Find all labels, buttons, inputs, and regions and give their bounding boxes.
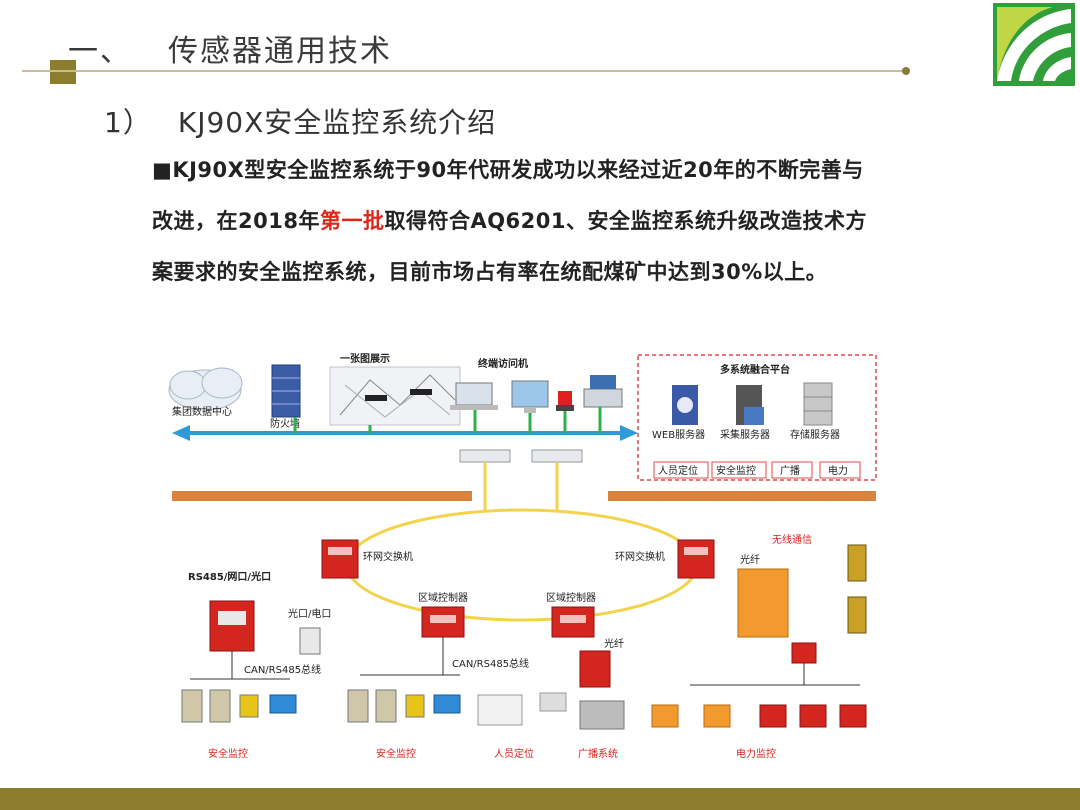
text-after: 取得符合AQ6201、安全监控系统升级改造技术方案要求的安全监控系统，目前市场占… [152, 209, 868, 284]
ring-switch-left-icon [321, 539, 359, 579]
laptop-icon [450, 382, 498, 410]
bottom-safety-2-label: 安全监控 [376, 747, 416, 760]
power-label: 电力 [828, 464, 848, 477]
area-controller-2-label: 区域控制器 [546, 591, 596, 604]
bottom-broadcast-label: 广播系统 [578, 747, 618, 760]
handset-2-icon [847, 596, 867, 634]
title-divider-dot [902, 67, 910, 75]
terminal-label: 终端访问机 [478, 357, 528, 370]
core-switch-icons [459, 449, 583, 463]
optical-electrical-label: 光口/电口 [288, 607, 331, 620]
wireless-label: 无线通信 [772, 533, 812, 546]
area-controller-1-icon [421, 606, 465, 638]
intro-paragraph: ■KJ90X型安全监控系统于90年代研发成功以来经过近20年的不断完善与改进，在… [152, 145, 872, 298]
firewall-label: 防火墙 [270, 417, 300, 430]
highlight-text: 第一批 [319, 209, 385, 233]
map-display-icon [329, 366, 461, 426]
rs485-label: RS485/网口/光口 [188, 570, 271, 583]
ring-switch-right-icon [677, 539, 715, 579]
subtitle-number: 1） [104, 106, 152, 139]
bottom-personnel-label: 人员定位 [494, 747, 534, 760]
title-divider [22, 70, 907, 72]
storage-server-icon [803, 382, 833, 426]
alarm-light-icon [556, 391, 574, 411]
substation-icon [209, 600, 255, 652]
card-icon [539, 692, 567, 712]
platform-box [637, 354, 877, 481]
can-bus-left-label: CAN/RS485总线 [244, 663, 321, 676]
display-label: 一张图展示 [340, 352, 390, 365]
green-connectors [293, 407, 602, 433]
bullet-icon: ■ [152, 158, 173, 182]
section-number: 一、 [68, 34, 132, 69]
area-controller-1-label: 区域控制器 [418, 591, 468, 604]
section-title: 一、 传感器通用技术 [68, 26, 392, 70]
orange-bar-left [172, 491, 472, 501]
ring-switch-left-label: 环网交换机 [363, 550, 413, 563]
ring-network [345, 508, 699, 622]
firewall-icon [271, 364, 301, 418]
storage-server-label: 存储服务器 [790, 428, 840, 441]
collect-server-icon [736, 385, 764, 425]
web-server-icon [672, 385, 698, 425]
power-controller-icon [791, 642, 817, 664]
handset-1-icon [847, 544, 867, 582]
cloud-icon [168, 367, 243, 411]
platform-subsystems: 人员定位 安全监控 广播 电力 [653, 461, 861, 479]
subtitle: 1） KJ90X安全监控系统介绍 [104, 101, 496, 141]
section-title-text: 传感器通用技术 [168, 34, 392, 69]
personnel-positioning-label: 人员定位 [658, 464, 698, 477]
power-switches [651, 704, 867, 728]
broadcast-station-icon [579, 650, 611, 688]
company-logo [993, 3, 1075, 86]
ring-switch-right-label: 环网交换机 [615, 550, 665, 563]
bottom-power-label: 电力监控 [736, 747, 776, 760]
cloud-label: 集团数据中心 [172, 405, 232, 418]
desktop-icon [511, 380, 549, 413]
collect-server-label: 采集服务器 [720, 428, 770, 441]
converter-icon [299, 627, 321, 655]
platform-label: 多系统融合平台 [720, 363, 790, 376]
sensor-row-mid [347, 689, 461, 723]
reader-icon [477, 694, 523, 726]
text-before: KJ90X型安全监控系统于90年代研发成功以来经过近20年的不断完善与改进，在2… [152, 158, 864, 233]
sensor-row-left [181, 689, 297, 723]
subtitle-text: KJ90X安全监控系统介绍 [177, 106, 497, 139]
broadcast-label: 广播 [780, 464, 800, 477]
orange-bar-right [608, 491, 876, 501]
ethernet-backbone-arrow [172, 425, 638, 441]
safety-monitoring-label: 安全监控 [716, 464, 756, 477]
can-bus-mid-label: CAN/RS485总线 [452, 657, 529, 670]
title-accent-square [50, 60, 76, 84]
footer-bar [0, 788, 1080, 810]
bus-lines [190, 637, 860, 686]
bottom-safety-1-label: 安全监控 [208, 747, 248, 760]
web-server-label: WEB服务器 [652, 428, 705, 441]
fiber-mid-label: 光纤 [604, 637, 624, 650]
printer-icon [583, 375, 623, 408]
system-architecture-diagram: 多系统融合平台 集团数据中心 防火墙 一张图展示 终端访问机 [168, 352, 877, 760]
fiber-right-label: 光纤 [740, 553, 760, 566]
area-controller-2-icon [551, 606, 595, 638]
speaker-icon [579, 700, 625, 730]
wireless-base-station-icon [737, 568, 789, 638]
